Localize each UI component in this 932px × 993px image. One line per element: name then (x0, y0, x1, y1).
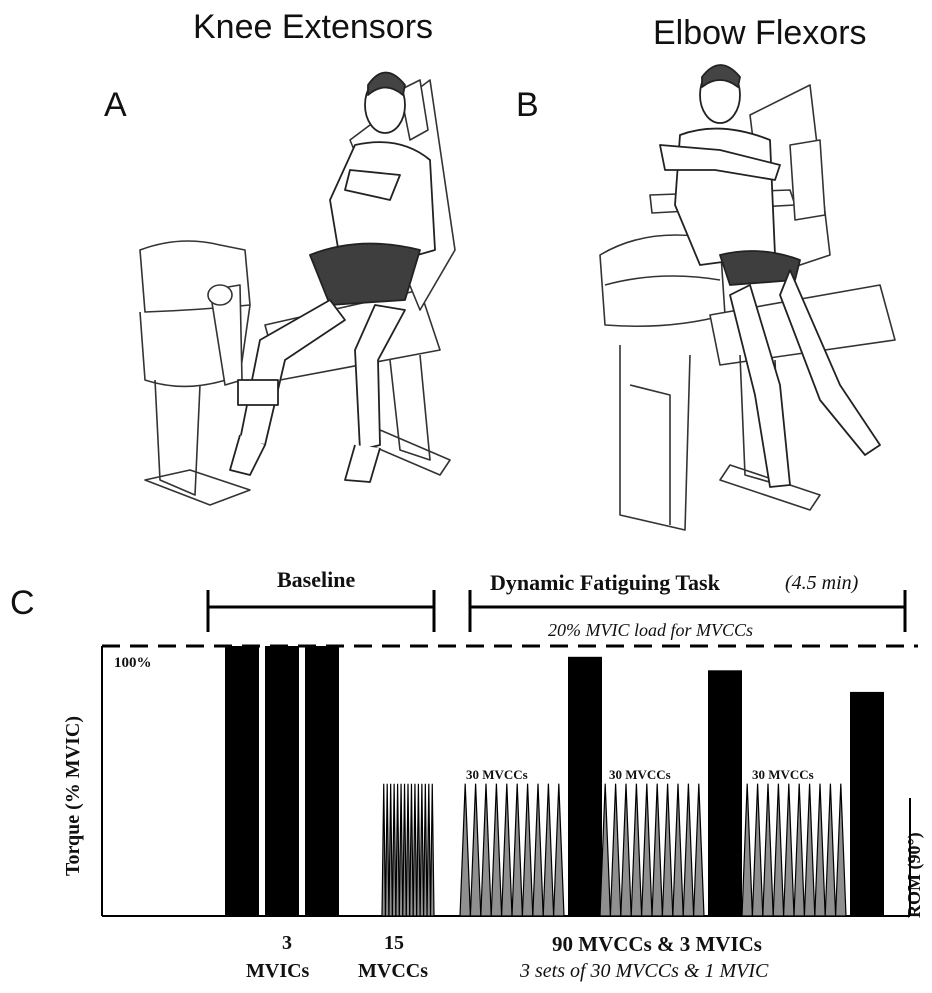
set-1-label: 30 MVCCs (466, 767, 528, 782)
set-3-mvcc-2 (751, 783, 764, 917)
baseline-mvcc-2 (384, 783, 390, 917)
baseline-mvcc-4 (391, 783, 397, 917)
set-3-mvcc-1 (741, 783, 754, 917)
knee-extensor-illustration (139, 71, 456, 506)
baseline-mvic-bar-3 (305, 646, 339, 916)
set-2-mvcc-8 (672, 783, 684, 917)
mvcc-label: MVCCs (358, 960, 428, 982)
panel-b-title: Elbow Flexors (653, 14, 867, 52)
baseline-label: Baseline (277, 567, 356, 592)
set-2-mvcc-2 (609, 783, 622, 917)
max-label: 100% (114, 655, 152, 671)
mvcc-count: 15 (384, 932, 404, 954)
baseline-mvcc-8 (405, 783, 411, 917)
baseline-mvcc-1 (381, 783, 387, 917)
set-3-label: 30 MVCCs (752, 767, 814, 782)
set-3-mvcc-7 (803, 783, 816, 917)
panel-b-letter: B (516, 86, 539, 124)
baseline-mvcc-12 (419, 783, 425, 917)
set-3-mvcc-5 (782, 783, 795, 917)
set-1-mvcc-2 (469, 783, 482, 917)
set-2-mvcc-6 (651, 783, 664, 917)
baseline-mvcc-6 (398, 783, 404, 917)
baseline-mvcc-11 (416, 783, 421, 917)
set-1-mvcc-6 (511, 783, 524, 917)
set-2-mvic-bar (708, 670, 742, 916)
set-3-mvcc-9 (824, 783, 837, 917)
baseline-mvic-bar-1 (225, 646, 259, 916)
set-2-mvcc-5 (640, 783, 653, 917)
set-3-mvic-bar (850, 691, 884, 916)
set-2-label: 30 MVCCs (609, 767, 671, 782)
panel-c-letter: C (10, 584, 35, 622)
set-2-mvcc-7 (661, 783, 674, 917)
set-3-mvcc-10 (834, 783, 847, 917)
baseline-mvcc-13 (422, 783, 428, 917)
task-label: Dynamic Fatiguing Task (490, 570, 720, 595)
set-2-mvcc-1 (599, 783, 612, 917)
elbow-flexor-illustration (599, 64, 896, 531)
set-3-mvcc-6 (793, 783, 806, 917)
panel-a-letter: A (104, 86, 127, 124)
task-duration: (4.5 min) (785, 572, 859, 594)
baseline-mvcc-9 (409, 783, 414, 917)
load-note: 20% MVIC load for MVCCs (548, 620, 753, 640)
baseline-mvcc-3 (388, 783, 394, 917)
baseline-mvcc-7 (402, 783, 407, 917)
set-1-mvcc-1 (459, 783, 472, 917)
panel-a-title: Knee Extensors (193, 8, 434, 46)
mvic-count: 3 (282, 932, 292, 954)
set-1-mvcc-4 (490, 783, 503, 917)
set-2-mvcc-9 (682, 783, 695, 917)
set-2-mvcc-3 (620, 783, 632, 917)
set-3-mvcc-4 (772, 783, 785, 917)
set-3-mvcc-3 (762, 783, 774, 917)
set-1-mvcc-10 (552, 783, 565, 917)
summary-label: 90 MVCCs & 3 MVICs (552, 932, 762, 956)
mvic-label: MVICs (246, 960, 310, 982)
set-2-mvcc-4 (630, 783, 643, 917)
set-3-mvcc-8 (814, 783, 826, 917)
set-1-mvcc-5 (500, 783, 513, 917)
set-1-mvcc-9 (542, 783, 555, 917)
set-1-mvcc-8 (532, 783, 544, 917)
baseline-mvic-bar-2 (265, 646, 299, 916)
baseline-mvcc-5 (395, 783, 400, 917)
set-1-mvcc-7 (521, 783, 534, 917)
set-1-mvcc-3 (480, 783, 492, 917)
set-1-mvic-bar (568, 656, 602, 916)
baseline-mvcc-10 (412, 783, 418, 917)
baseline-mvcc-14 (426, 783, 432, 917)
summary-sub: 3 sets of 30 MVCCs & 1 MVIC (520, 960, 769, 982)
set-2-mvcc-10 (692, 783, 705, 917)
baseline-mvcc-15 (429, 783, 435, 917)
